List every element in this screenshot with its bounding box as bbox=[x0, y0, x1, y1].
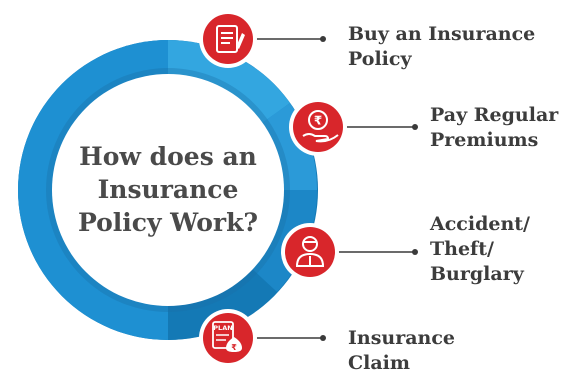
plan-icon-text: PLAN bbox=[213, 324, 232, 332]
plan-money-bag-icon: PLAN ₹ bbox=[199, 309, 257, 367]
step-label-line: Claim bbox=[348, 352, 410, 374]
step-label-line: Buy an Insurance bbox=[348, 23, 536, 45]
step-2-label: Pay Regular Premiums bbox=[430, 103, 558, 153]
connector-dot bbox=[412, 124, 418, 130]
center-disc bbox=[52, 74, 284, 306]
connector-dot bbox=[320, 36, 326, 42]
step-label-line: Accident/ bbox=[430, 213, 531, 235]
icon-badge-fill bbox=[203, 313, 253, 363]
step-label-line: Policy bbox=[348, 48, 412, 70]
connector-dot bbox=[412, 249, 418, 255]
stepped-blue-ring bbox=[18, 40, 318, 340]
injured-person-icon bbox=[281, 223, 339, 281]
title-line: Insurance bbox=[97, 175, 239, 204]
step-label-line: Burglary bbox=[430, 263, 524, 285]
connectors bbox=[256, 38, 414, 339]
svg-text:₹: ₹ bbox=[231, 343, 237, 352]
step-label-line: Insurance bbox=[348, 327, 456, 349]
title-line: Policy Work? bbox=[77, 208, 259, 237]
rupee-hand-icon: ₹ bbox=[289, 98, 347, 156]
policy-document-icon bbox=[199, 10, 257, 68]
center-title: How does an Insurance Policy Work? bbox=[62, 140, 274, 239]
step-1-label: Buy an Insurance Policy bbox=[348, 22, 535, 72]
step-3-label: Accident/ Theft/ Burglary bbox=[430, 212, 530, 287]
step-label-line: Premiums bbox=[430, 129, 539, 151]
connector-dot bbox=[320, 335, 326, 341]
step-label-line: Theft/ bbox=[430, 238, 494, 260]
step-4-label: Insurance Claim bbox=[348, 326, 455, 376]
title-line: How does an bbox=[79, 142, 257, 171]
svg-text:₹: ₹ bbox=[314, 114, 322, 128]
step-label-line: Pay Regular bbox=[430, 104, 559, 126]
connector-dots bbox=[320, 36, 418, 341]
